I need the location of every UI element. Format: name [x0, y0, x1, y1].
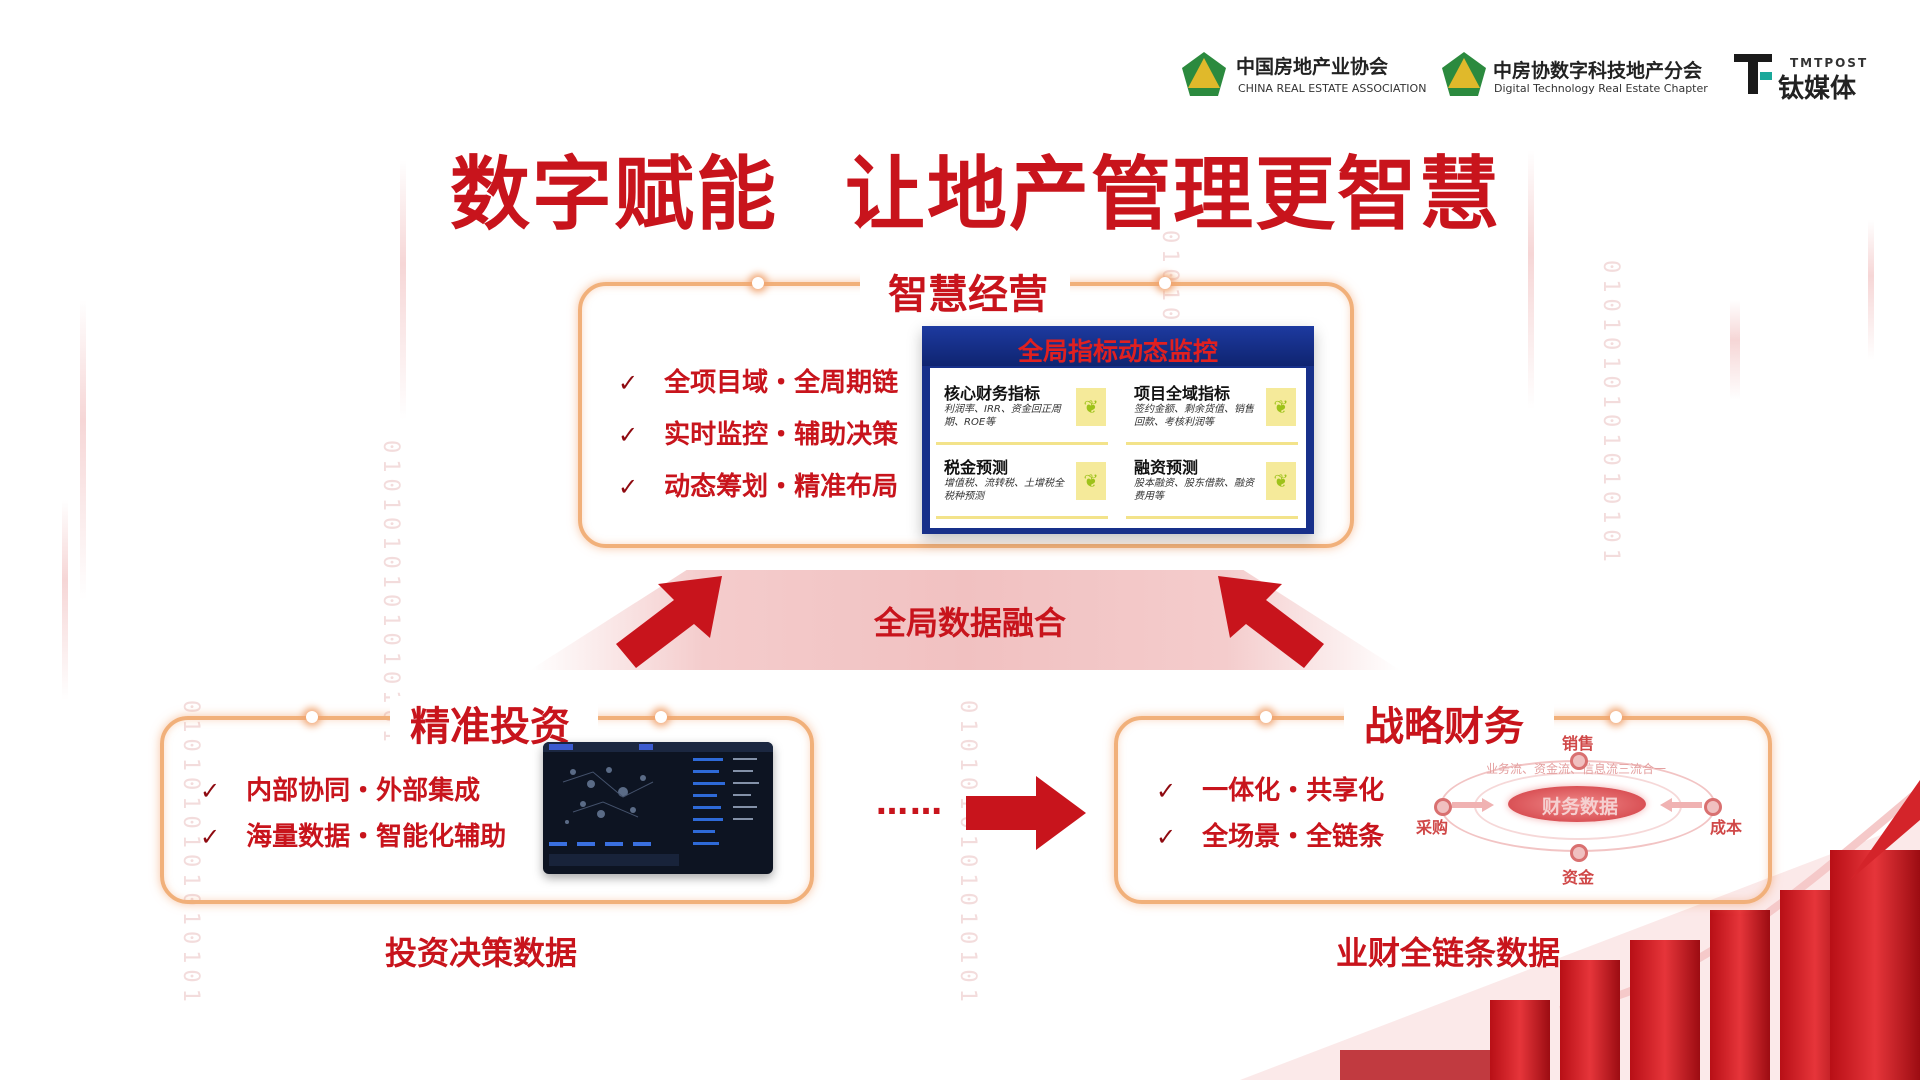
right-arrow-icon [966, 776, 1086, 850]
frame-glow-dot [306, 711, 318, 723]
ellipsis: …… [876, 784, 944, 822]
data-fusion-label: 全局数据融合 [874, 598, 1066, 644]
bullet-text: 动态筹划・精准布局 [664, 472, 898, 502]
light-streak [62, 500, 68, 700]
light-streak [1730, 300, 1740, 400]
check-icon: ✓ [1156, 823, 1176, 851]
flow-arrow-icon [1452, 798, 1494, 812]
card-title: 项目全域指标 [1134, 380, 1230, 404]
light-streak [80, 300, 86, 600]
card-desc: 利润率、IRR、资金回正周期、ROE等 [944, 403, 1066, 429]
investment-dashboard-thumbnail [543, 742, 773, 874]
card-title: 融资预测 [1134, 454, 1198, 478]
smart-operation-title: 智慧经营 [888, 262, 1048, 320]
indicator-card: 核心财务指标 利润率、IRR、资金回正周期、ROE等 ❦ [936, 376, 1108, 445]
gold-pyramid-icon [1180, 50, 1228, 98]
page-title-left: 数字赋能 [450, 130, 778, 246]
indicator-card: 项目全域指标 签约金额、剩余货值、销售回款、考核利润等 ❦ [1126, 376, 1298, 445]
bullet-text: 全场景・全链条 [1202, 822, 1384, 852]
finance-data-label: 财务数据 [1542, 792, 1618, 819]
check-icon: ✓ [200, 823, 220, 851]
flow-node [1570, 752, 1588, 770]
dashboard-map-graphic [543, 742, 773, 874]
frame-glow-dot [655, 711, 667, 723]
strategic-finance-title: 战略财务 [1364, 694, 1524, 752]
binary-streak: 0101010101010101 [955, 700, 980, 1008]
node-label-capital: 资金 [1562, 864, 1594, 888]
check-icon: ✓ [1156, 777, 1176, 805]
tmtpost-cn-text: 钛媒体 [1778, 68, 1856, 105]
bullet-item: ✓ 全场景・全链条 [1156, 816, 1384, 853]
bullet-item: ✓ 一体化・共享化 [1156, 770, 1384, 807]
bullet-item: ✓ 海量数据・智能化辅助 [200, 816, 506, 853]
up-left-arrow-icon [1204, 572, 1334, 672]
panel-body: 核心财务指标 利润率、IRR、资金回正周期、ROE等 ❦ 项目全域指标 签约金额… [930, 368, 1306, 528]
up-right-arrow-icon [606, 572, 736, 672]
logo-cn-text: 中房协数字科技地产分会 [1493, 56, 1702, 83]
bullet-text: 内部协同・外部集成 [246, 776, 480, 806]
frame-glow-dot [1260, 711, 1272, 723]
panel-header-text: 全局指标动态监控 [922, 332, 1314, 368]
logo-en-text: CHINA REAL ESTATE ASSOCIATION [1238, 82, 1426, 95]
leaf-icon: ❦ [1266, 462, 1296, 500]
investment-data-caption: 投资决策数据 [385, 928, 577, 974]
tmtpost-logo-icon [1732, 50, 1774, 96]
leaf-icon: ❦ [1266, 388, 1296, 426]
check-icon: ✓ [618, 421, 638, 449]
card-title: 税金预测 [944, 454, 1008, 478]
node-label-sales: 销售 [1562, 730, 1594, 754]
frame-glow-dot [752, 277, 764, 289]
leaf-icon: ❦ [1076, 388, 1106, 426]
binary-streak: 0101010101010101 [1598, 260, 1623, 568]
panel-header: 全局指标动态监控 [922, 326, 1314, 366]
flow-arrow-icon [1660, 798, 1702, 812]
frame-glow-dot [1610, 711, 1622, 723]
logo-en-text: Digital Technology Real Estate Chapter [1494, 82, 1708, 95]
bullet-item: ✓ 内部协同・外部集成 [200, 770, 480, 807]
indicator-card: 税金预测 增值税、流转税、土增税全税种预测 ❦ [936, 450, 1108, 519]
bullet-text: 全项目域・全周期链 [664, 368, 898, 398]
page-title-right: 让地产管理更智慧 [845, 130, 1501, 246]
light-streak [1868, 220, 1874, 360]
card-title: 核心财务指标 [944, 380, 1040, 404]
global-indicator-panel: 全局指标动态监控 核心财务指标 利润率、IRR、资金回正周期、ROE等 ❦ 项目… [922, 326, 1314, 534]
business-finance-data-caption: 业财全链条数据 [1336, 928, 1560, 974]
bullet-item: ✓ 全项目域・全周期链 [618, 362, 898, 399]
frame-glow-dot [1159, 277, 1171, 289]
bullet-item: ✓ 实时监控・辅助决策 [618, 414, 898, 451]
check-icon: ✓ [200, 777, 220, 805]
light-streak [1528, 150, 1534, 410]
check-icon: ✓ [618, 473, 638, 501]
flow-node [1570, 844, 1588, 862]
logo-cn-text: 中国房地产业协会 [1236, 52, 1388, 79]
bullet-text: 一体化・共享化 [1202, 776, 1384, 806]
check-icon: ✓ [618, 369, 638, 397]
light-streak [400, 160, 406, 420]
node-label-cost: 成本 [1710, 814, 1742, 838]
bullet-text: 海量数据・智能化辅助 [246, 822, 506, 852]
bullet-item: ✓ 动态筹划・精准布局 [618, 466, 898, 503]
node-label-procurement: 采购 [1416, 814, 1448, 838]
card-desc: 签约金额、剩余货值、销售回款、考核利润等 [1134, 403, 1256, 429]
gold-pyramid-icon [1440, 50, 1488, 98]
card-desc: 股本融资、股东借款、融资费用等 [1134, 477, 1256, 503]
card-desc: 增值税、流转税、土增税全税种预测 [944, 477, 1066, 503]
indicator-card: 融资预测 股本融资、股东借款、融资费用等 ❦ [1126, 450, 1298, 519]
leaf-icon: ❦ [1076, 462, 1106, 500]
bullet-text: 实时监控・辅助决策 [664, 420, 898, 450]
